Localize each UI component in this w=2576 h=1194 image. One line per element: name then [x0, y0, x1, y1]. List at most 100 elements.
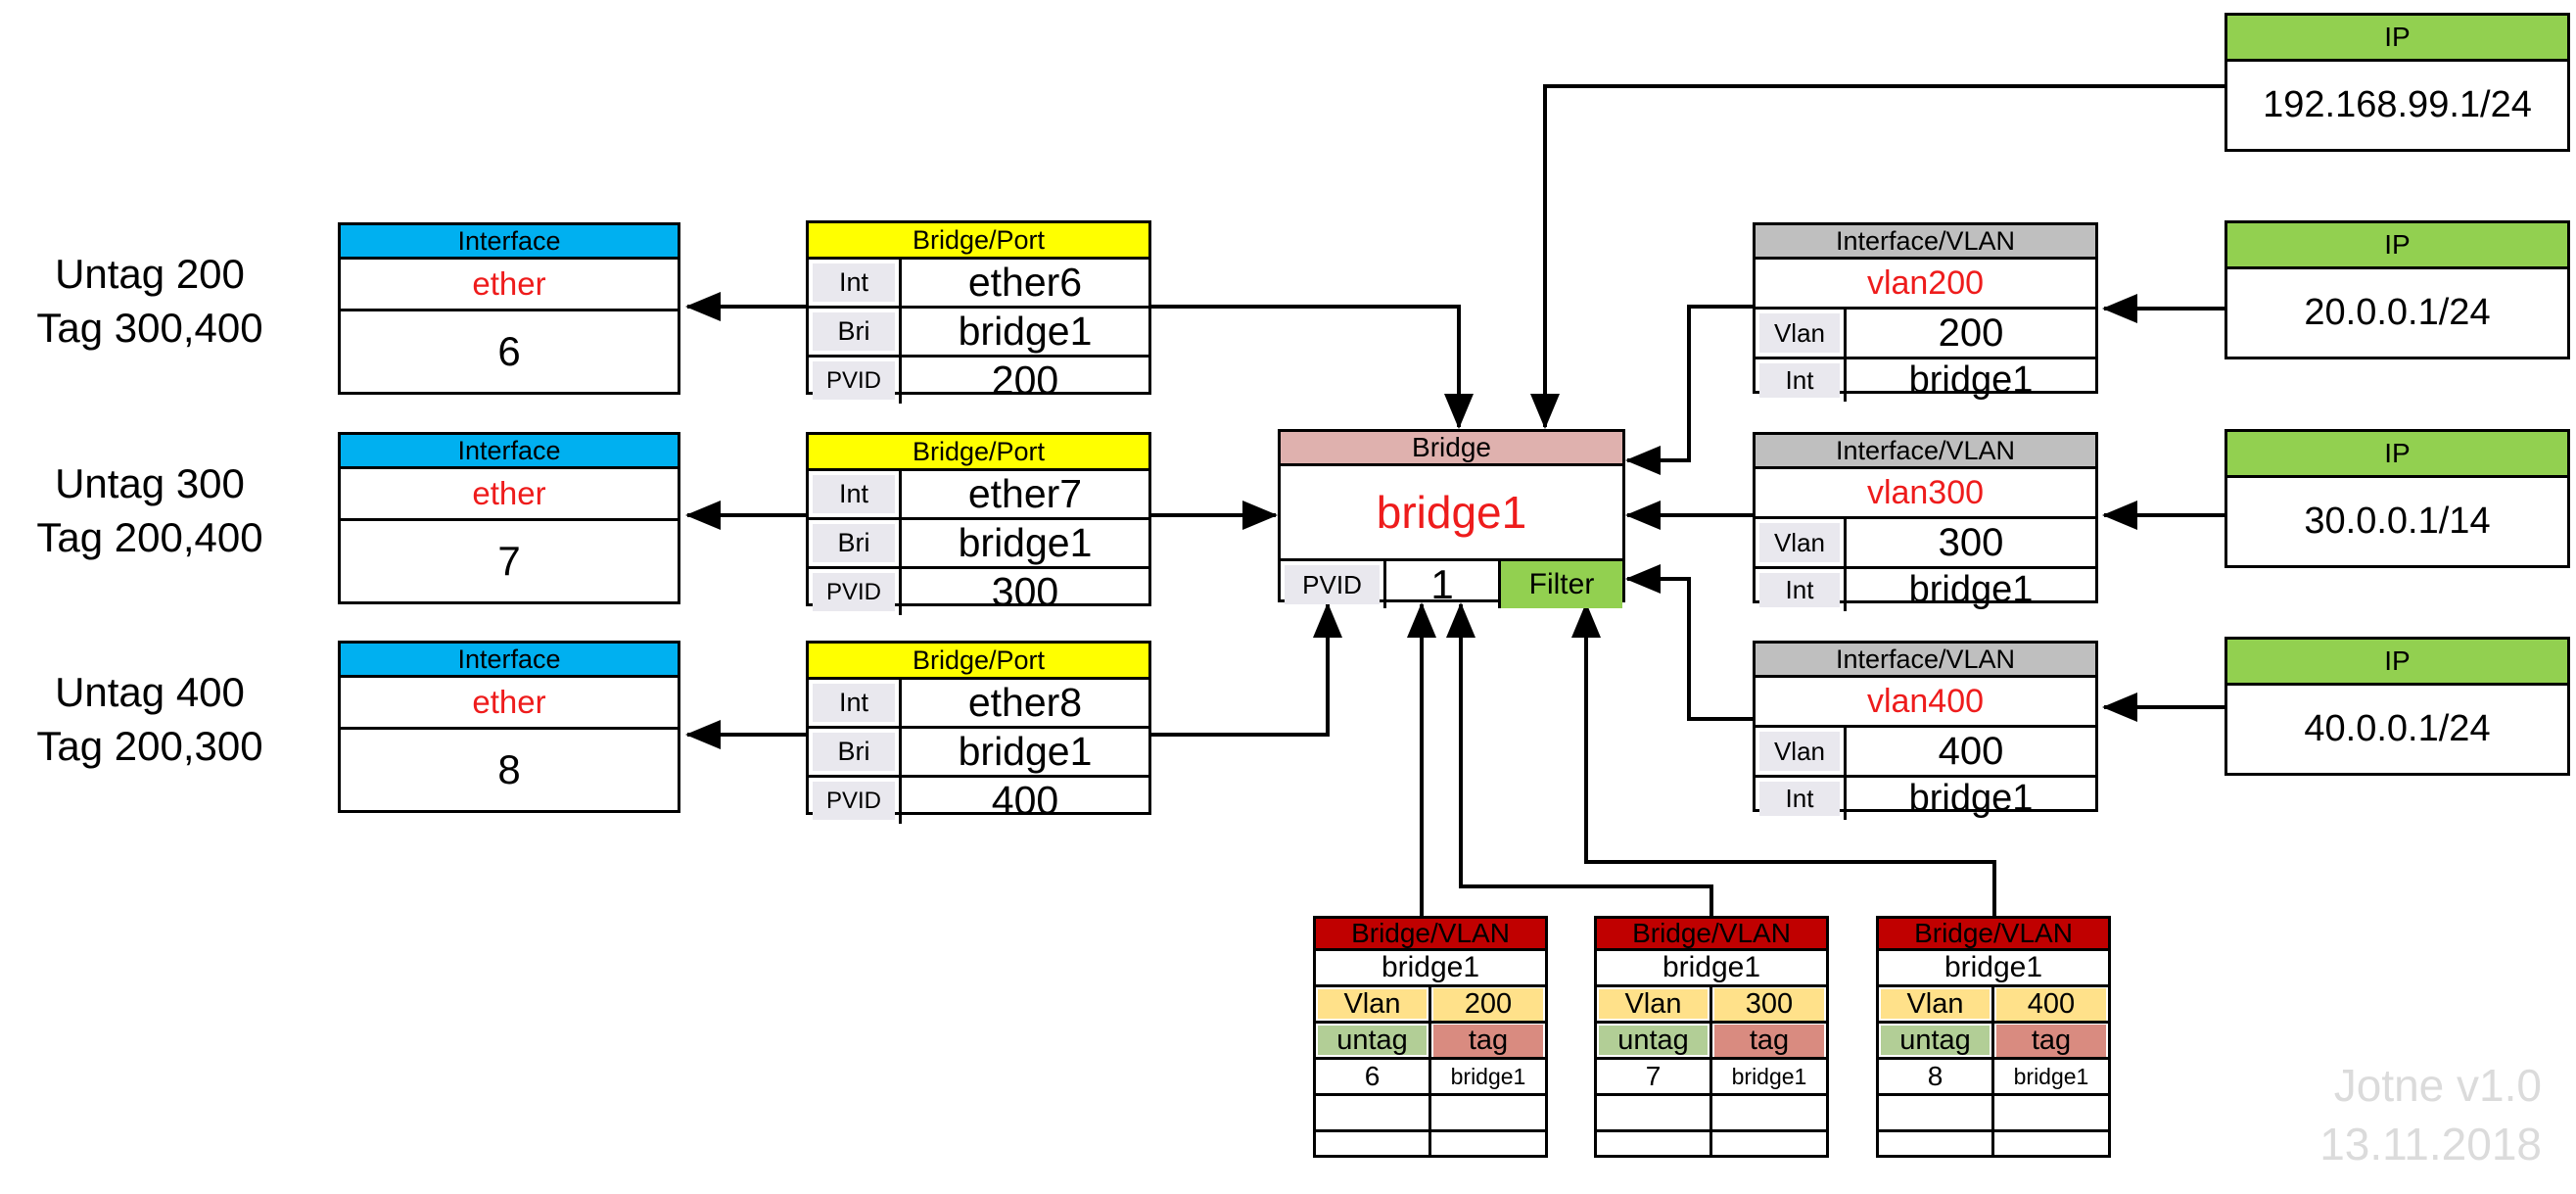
- empty-cell: [1597, 1132, 1712, 1155]
- ip-box-vlan200: IP 20.0.0.1/24: [2225, 220, 2570, 359]
- vlan-label: Vlan: [1318, 988, 1427, 1020]
- bridge-vlan-header: Bridge/VLAN: [1316, 918, 1545, 951]
- ip-header: IP: [2227, 432, 2567, 478]
- bridge-vlan-bridge-name: bridge1: [1597, 951, 1826, 987]
- int-value: ether8: [967, 680, 1083, 725]
- interface-number: 7: [497, 538, 521, 584]
- pvid-value: 200: [991, 358, 1059, 403]
- pvid-value: 400: [991, 778, 1059, 823]
- bridge-port-header: Bridge/Port: [809, 644, 1148, 680]
- ip-address: 30.0.0.1/14: [2304, 501, 2491, 542]
- bridge-port-header: Bridge/Port: [809, 435, 1148, 471]
- tag-value: bridge1: [2013, 1063, 2089, 1089]
- untag-value: 6: [1316, 1060, 1431, 1093]
- int-label: Int: [1759, 573, 1840, 607]
- bridge-vlan-table-400: Bridge/VLAN bridge1 Vlan 400 untag tag 8…: [1876, 916, 2111, 1158]
- arrow-bridgeport1-to-bridge-top: [1151, 305, 1474, 429]
- vlan-label: Vlan: [1759, 313, 1840, 353]
- empty-cell: [1597, 1096, 1712, 1129]
- interface-vlan-box-400: Interface/VLAN vlan400 Vlan 400 Int brid…: [1753, 641, 2098, 820]
- ip-address: 20.0.0.1/24: [2304, 292, 2491, 333]
- bridge-port-header: Bridge/Port: [809, 223, 1148, 260]
- vlan-value: 300: [1938, 520, 2004, 564]
- ip-address: 40.0.0.1/24: [2304, 708, 2491, 749]
- empty-cell: [1994, 1132, 2108, 1155]
- int-label: Int: [1759, 363, 1840, 398]
- interface-vlan-header: Interface/VLAN: [1756, 435, 2095, 469]
- port3-vlan-labels: Untag 400 Tag 200,300: [18, 665, 282, 773]
- port1-tag-label: Tag 300,400: [36, 305, 263, 351]
- bridge-filter-cell: Filter: [1501, 561, 1622, 608]
- interface-vlan-box-200: Interface/VLAN vlan200 Vlan 200 Int brid…: [1753, 222, 2098, 402]
- vlan-interface-name: vlan300: [1756, 469, 2095, 519]
- untag-value: 8: [1879, 1060, 1994, 1093]
- vlan-interface-name: vlan400: [1756, 678, 2095, 728]
- interface-box-ether7: Interface ether 7: [338, 432, 680, 604]
- tag-label: tag: [1714, 1024, 1824, 1057]
- tag-label: tag: [1433, 1024, 1543, 1057]
- vlan-value: 400: [1938, 729, 2004, 773]
- empty-cell: [1994, 1096, 2108, 1129]
- arrow-vlan400-to-bridge-filter: [1625, 564, 1753, 721]
- bridge-vlan-table-200: Bridge/VLAN bridge1 Vlan 200 untag tag 6…: [1313, 916, 1548, 1158]
- bridge-header: Bridge: [1281, 432, 1622, 466]
- interface-name: ether: [341, 678, 678, 730]
- tag-label: tag: [1996, 1024, 2106, 1057]
- bridge-port-box-ether8: Bridge/Port Int ether8 Bri bridge1 PVID …: [806, 641, 1151, 824]
- untag-label: untag: [1599, 1025, 1708, 1056]
- bridge-vlan-header: Bridge/VLAN: [1597, 918, 1826, 951]
- interface-box-ether6: Interface ether 6: [338, 222, 680, 395]
- vlan-value: 200: [1938, 310, 2004, 355]
- interface-number: 8: [497, 746, 521, 792]
- ip-box-vlan400: IP 40.0.0.1/24: [2225, 637, 2570, 776]
- interface-number: 6: [497, 328, 521, 374]
- interface-vlan-header: Interface/VLAN: [1756, 225, 2095, 260]
- bridge-port-box-ether7: Bridge/Port Int ether7 Bri bridge1 PVID …: [806, 432, 1151, 615]
- int-label: Int: [813, 475, 895, 513]
- empty-cell: [1316, 1096, 1431, 1129]
- vlan-label: Vlan: [1881, 988, 1990, 1020]
- vlan-value: 300: [1714, 987, 1824, 1021]
- bridge-port-box-ether6: Bridge/Port Int ether6 Bri bridge1 PVID …: [806, 220, 1151, 404]
- port2-tag-label: Tag 200,400: [36, 514, 263, 560]
- port3-tag-label: Tag 200,300: [36, 723, 263, 769]
- ip-box-router: IP 192.168.99.1/24: [2225, 13, 2570, 152]
- watermark-line1: Jotne v1.0: [2333, 1060, 2542, 1111]
- interface-box-header: Interface: [341, 225, 678, 260]
- int-value: ether7: [967, 471, 1083, 516]
- bridge-pvid-label: PVID: [1285, 565, 1380, 604]
- interface-name: ether: [341, 260, 678, 311]
- ip-box-vlan300: IP 30.0.0.1/14: [2225, 429, 2570, 568]
- pvid-label: PVID: [813, 782, 895, 820]
- bridge-pvid-value: 1: [1386, 561, 1501, 608]
- bridge-box: Bridge bridge1 PVID 1 Filter: [1278, 429, 1625, 608]
- port2-vlan-labels: Untag 300 Tag 200,400: [18, 456, 282, 564]
- interface-vlan-header: Interface/VLAN: [1756, 644, 2095, 678]
- empty-cell: [1431, 1132, 1545, 1155]
- vlan-label: Vlan: [1599, 988, 1708, 1020]
- bridge-vlan-header: Bridge/VLAN: [1879, 918, 2108, 951]
- int-value: bridge1: [1908, 569, 2034, 610]
- bri-label: Bri: [813, 312, 895, 351]
- empty-cell: [1712, 1132, 1826, 1155]
- int-label: Int: [813, 684, 895, 722]
- port3-untag-label: Untag 400: [55, 669, 245, 715]
- untag-label: untag: [1318, 1025, 1427, 1056]
- pvid-value: 300: [991, 569, 1059, 614]
- interface-vlan-box-300: Interface/VLAN vlan300 Vlan 300 Int brid…: [1753, 432, 2098, 611]
- arrow-bridgevlan400-to-filter: [1571, 602, 1996, 916]
- empty-cell: [1316, 1132, 1431, 1155]
- empty-cell: [1431, 1096, 1545, 1129]
- arrow-bridgeport3-to-bridge-pvid: [1151, 602, 1342, 737]
- port1-untag-label: Untag 200: [55, 251, 245, 297]
- interface-box-header: Interface: [341, 644, 678, 678]
- bri-value: bridge1: [958, 729, 1093, 774]
- port2-untag-label: Untag 300: [55, 460, 245, 506]
- bridge-vlan-table-300: Bridge/VLAN bridge1 Vlan 300 untag tag 7…: [1594, 916, 1829, 1158]
- bri-value: bridge1: [958, 309, 1093, 354]
- bridge-name: bridge1: [1281, 466, 1622, 561]
- arrow-bridgevlan300-to-bridge: [1446, 602, 1713, 916]
- port1-vlan-labels: Untag 200 Tag 300,400: [18, 247, 282, 355]
- int-label: Int: [813, 263, 895, 302]
